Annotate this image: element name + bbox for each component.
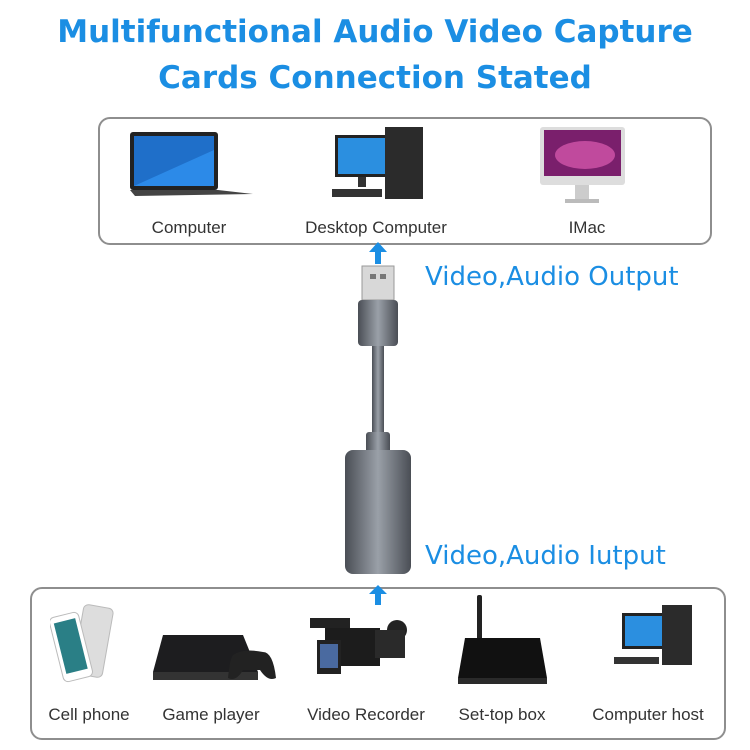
device-label-computer-host: Computer host: [592, 705, 704, 724]
phone-icon: [50, 604, 120, 684]
device-label-computer: Computer: [151, 218, 227, 237]
desktop-icon: [330, 125, 430, 205]
device-label-set-top-box: Set-top box: [458, 705, 546, 724]
device-label-desktop-computer: Desktop Computer: [305, 218, 447, 237]
device-label-imac: IMac: [568, 218, 606, 237]
output-label: Video,Audio Output: [425, 262, 679, 292]
device-label-cell-phone: Cell phone: [48, 705, 130, 724]
settop-box-icon: [455, 593, 550, 688]
camcorder-icon: [305, 610, 415, 680]
title-line-1: Multifunctional Audio Video Capture: [57, 14, 693, 50]
input-label: Video,Audio Iutput: [425, 541, 666, 571]
device-label-video-recorder: Video Recorder: [307, 705, 425, 724]
laptop-icon: [125, 130, 253, 200]
capture-card-icon: [345, 265, 411, 574]
title-line-2: Cards Connection Stated: [158, 60, 592, 96]
device-label-game-player: Game player: [162, 705, 260, 724]
desktop-icon: [612, 605, 702, 670]
up-arrow-icon: [369, 242, 387, 264]
up-arrow-icon: [369, 585, 387, 605]
console-icon: [148, 630, 278, 685]
imac-icon: [535, 125, 630, 210]
